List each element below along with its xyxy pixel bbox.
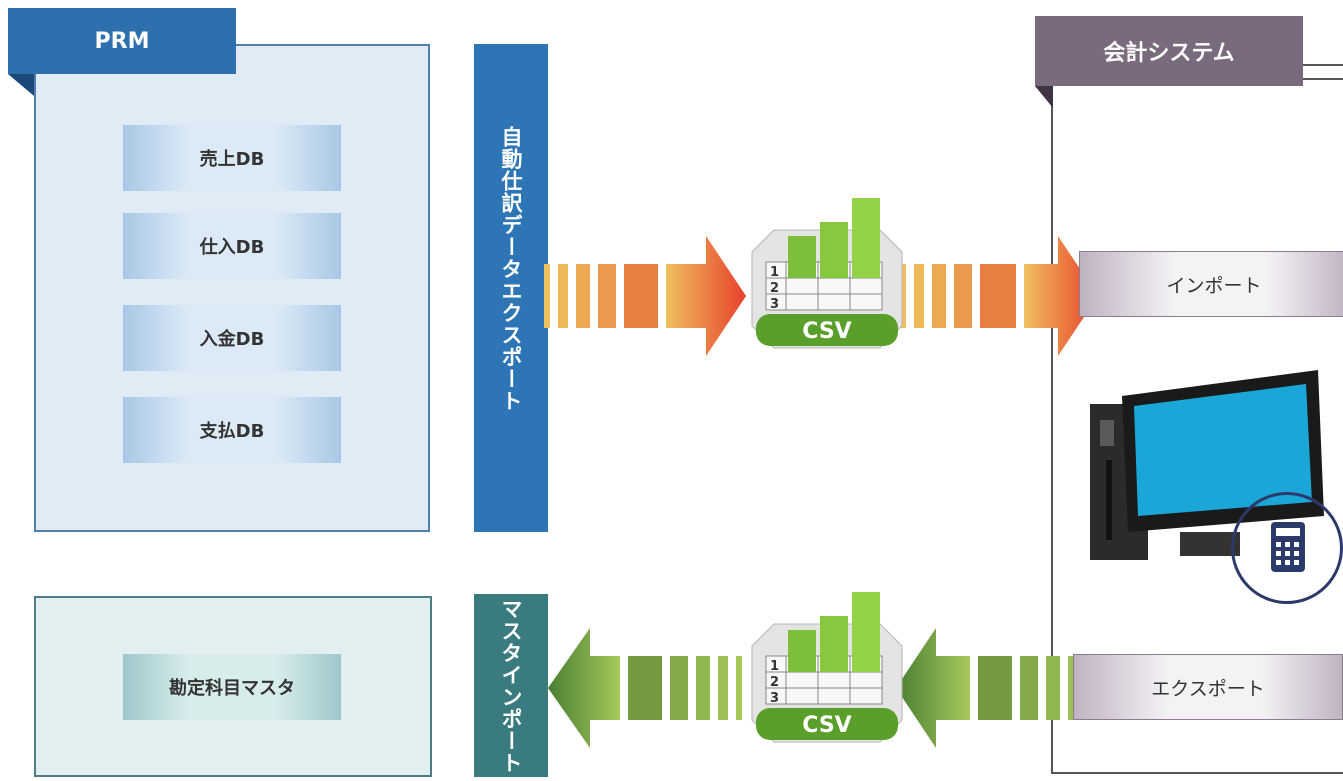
import-button[interactable]: インポート xyxy=(1079,251,1343,317)
csv-label: CSV xyxy=(802,319,851,344)
csv-label: CSV xyxy=(802,713,851,738)
account-master: 勘定科目マスタ xyxy=(123,654,341,720)
import-arrow-1 xyxy=(896,628,1092,748)
csv-row-3: 3 xyxy=(770,297,779,312)
journal-export-bar: 自動仕訳データエクスポート xyxy=(474,44,548,532)
calculator-badge xyxy=(1231,492,1343,604)
csv-row-3: 3 xyxy=(770,691,779,706)
import-arrow-2 xyxy=(548,628,742,748)
db-sales: 売上DB xyxy=(123,125,341,191)
master-import-bar: マスタインポート xyxy=(474,594,548,777)
csv-icon-bottom: 1 2 3 CSV xyxy=(751,592,903,743)
accounting-tab-fold xyxy=(1035,86,1053,108)
prm-tab-fold xyxy=(8,74,34,96)
export-arrow-2 xyxy=(900,236,1098,356)
export-arrow-1 xyxy=(544,236,746,356)
accounting-title: 会計システム xyxy=(1035,16,1303,86)
db-purchases: 仕入DB xyxy=(123,213,341,279)
computer-icon xyxy=(1090,370,1324,560)
db-receipts: 入金DB xyxy=(123,305,341,371)
prm-title: PRM xyxy=(8,8,236,74)
accounting-tab-line xyxy=(1303,64,1343,66)
journal-export-label: 自動仕訳データエクスポート xyxy=(499,126,523,412)
export-button[interactable]: エクスポート xyxy=(1073,654,1343,720)
csv-row-2: 2 xyxy=(770,675,779,690)
master-import-label: マスタインポート xyxy=(499,597,523,774)
db-payments: 支払DB xyxy=(123,397,341,463)
csv-icon-top: 1 2 3 CSV xyxy=(751,198,903,349)
csv-row-2: 2 xyxy=(770,281,779,296)
csv-row-1: 1 xyxy=(770,659,779,674)
csv-row-1: 1 xyxy=(770,265,779,280)
